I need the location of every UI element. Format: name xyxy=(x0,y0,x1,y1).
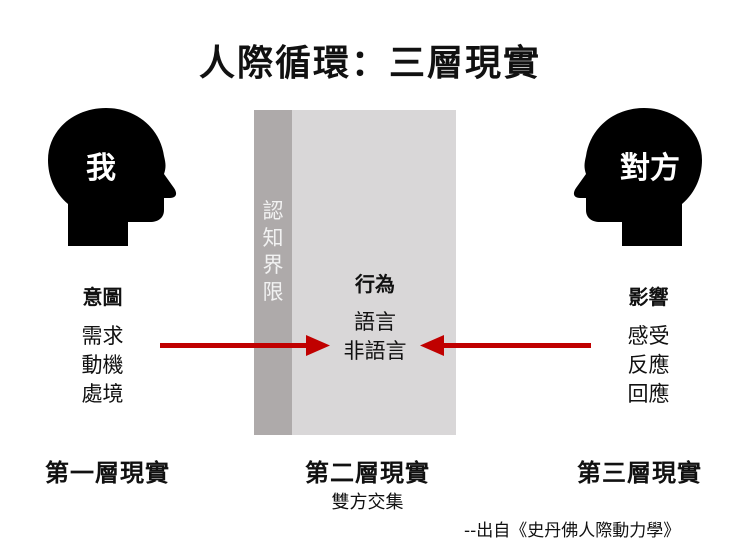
center-items: 語言 非語言 xyxy=(320,308,430,366)
cognitive-boundary-label: 認 知 界 限 xyxy=(254,198,292,306)
left-head-label: 我 xyxy=(86,151,116,186)
right-head-icon xyxy=(573,108,702,246)
left-item: 處境 xyxy=(81,382,124,406)
left-head-icon xyxy=(48,108,177,246)
right-items: 感受 反應 回應 xyxy=(606,322,691,409)
left-heading: 意圖 xyxy=(82,285,123,309)
left-item: 需求 xyxy=(81,324,124,348)
right-item: 回應 xyxy=(627,382,670,406)
layer-three-title: 第三層現實 xyxy=(577,459,702,487)
left-pointing-arrow-icon xyxy=(420,335,591,356)
right-item: 反應 xyxy=(627,353,670,377)
diagram-title: 人際循環：三層現實 xyxy=(198,43,541,84)
center-item: 語言 xyxy=(354,310,396,334)
boundary-char: 知 xyxy=(262,226,284,250)
right-item: 感受 xyxy=(627,324,670,348)
right-pointing-arrow-icon xyxy=(160,335,330,356)
boundary-char: 認 xyxy=(262,199,284,223)
shared-reality-panel xyxy=(292,110,456,435)
cognitive-boundary-strip xyxy=(254,110,292,435)
boundary-char: 限 xyxy=(262,280,284,304)
right-heading: 影響 xyxy=(628,285,669,309)
layer-two-note: 雙方交集 xyxy=(331,492,404,513)
right-head-label: 對方 xyxy=(620,151,680,186)
layer-one-title: 第一層現實 xyxy=(45,459,170,487)
center-item: 非語言 xyxy=(343,339,407,363)
boundary-char: 界 xyxy=(262,253,284,277)
layer-two-title: 第二層現實 xyxy=(305,459,430,487)
left-item: 動機 xyxy=(81,353,124,377)
left-items: 需求 動機 處境 xyxy=(60,322,145,409)
center-heading: 行為 xyxy=(355,272,395,296)
source-citation: --出自《史丹佛人際動力學》 xyxy=(464,521,681,541)
